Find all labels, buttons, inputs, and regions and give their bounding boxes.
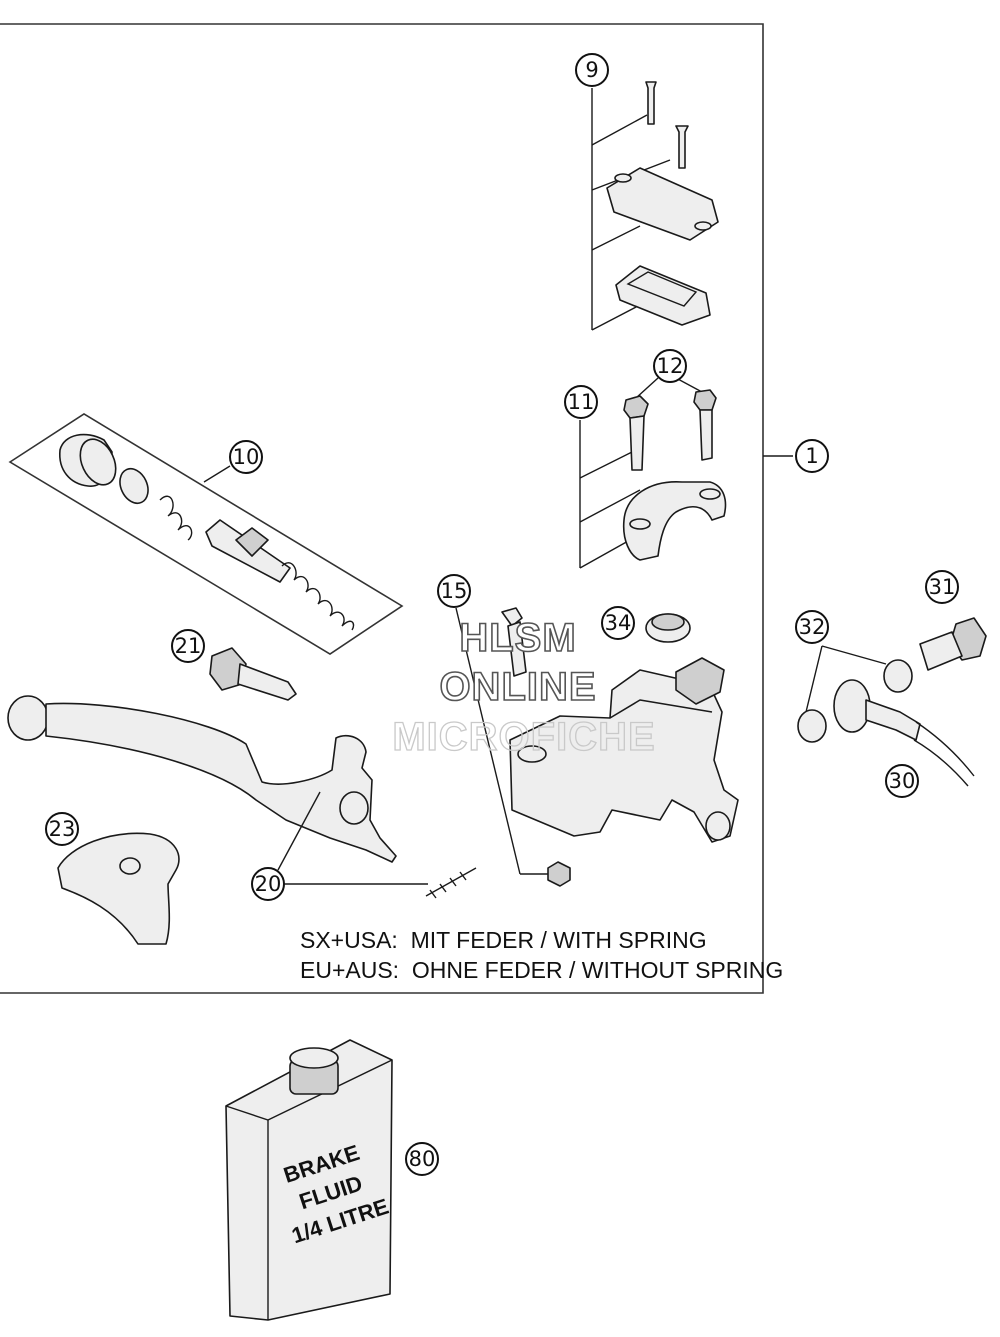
callout-31: 31	[925, 570, 959, 604]
brake-fluid-bottle	[225, 1039, 393, 1321]
callout-11: 11	[564, 385, 598, 419]
callout-23-text: 23	[49, 817, 76, 841]
spring-note-line-1: SX+USA: MIT FEDER / WITH SPRING	[300, 927, 707, 953]
watermark-line-1: HLSM	[459, 616, 576, 660]
callout-21-text: 21	[175, 634, 202, 658]
callout-9-text: 9	[585, 58, 598, 82]
callout-15: 15	[437, 574, 471, 608]
callout-21: 21	[171, 629, 205, 663]
hand-lever	[7, 695, 477, 899]
callout-32: 32	[795, 610, 829, 644]
brake-line-group	[797, 617, 987, 787]
callout-31-text: 31	[929, 575, 956, 599]
lever-cover	[57, 832, 180, 945]
reservoir-cover-kit	[591, 81, 719, 331]
callout-10-text: 10	[233, 445, 260, 469]
watermark-line-3: MICROFICHE	[392, 715, 655, 759]
adjusting-screw	[209, 647, 297, 701]
handlebar-clamp	[579, 377, 727, 569]
callout-11-text: 11	[568, 390, 595, 414]
assembly-frame	[0, 23, 764, 994]
callout-12: 12	[653, 349, 687, 383]
master-cylinder	[455, 607, 739, 887]
watermark-line-2: ONLINE	[439, 665, 596, 709]
callout-15-text: 15	[441, 579, 468, 603]
callout-20: 20	[251, 867, 285, 901]
spring-note-line-2: EU+AUS: OHNE FEDER / WITHOUT SPRING	[300, 957, 783, 983]
callout-12-text: 12	[657, 354, 684, 378]
callout-10: 10	[229, 440, 263, 474]
callout-30-text: 30	[889, 769, 916, 793]
callout-80: 80	[405, 1142, 439, 1176]
callout-9: 9	[575, 53, 609, 87]
callout-1-text: 1	[805, 444, 818, 468]
callout-20-text: 20	[255, 872, 282, 896]
callout-80-text: 80	[409, 1147, 436, 1171]
callout-30: 30	[885, 764, 919, 798]
callout-1: 1	[795, 439, 829, 473]
callout-34-text: 34	[605, 611, 632, 635]
piston-kit	[8, 413, 404, 655]
callout-23: 23	[45, 812, 79, 846]
callout-34: 34	[601, 606, 635, 640]
callout-32-text: 32	[799, 615, 826, 639]
